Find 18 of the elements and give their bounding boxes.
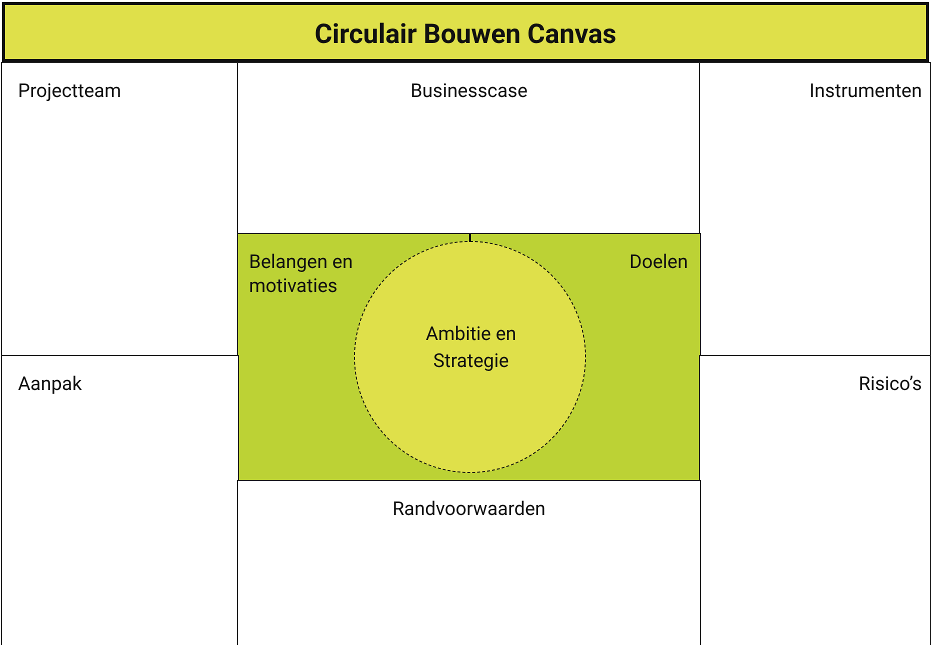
cell-heading: Businesscase [409,79,529,103]
title-text: Circulair Bouwen Canvas [314,18,618,50]
canvas-cell [699,62,931,356]
canvas-cell [699,355,931,645]
cell-heading: Risico’s [858,372,922,396]
cell-heading: Instrumenten [809,79,922,103]
corner-label: Doelen [629,250,688,274]
canvas-cell [1,62,239,356]
corner-label: Belangen en motivaties [249,250,354,298]
circle-label: Ambitie en Strategie [424,321,518,374]
canvas-cell [1,355,239,645]
canvas-cell [237,62,701,234]
canvas-cell [237,480,701,645]
canvas-core-box [237,233,701,481]
cell-heading: Randvoorwaarden [391,497,547,521]
title-banner [2,2,929,62]
cell-heading: Aanpak [18,372,82,396]
cell-heading: Projectteam [18,79,122,103]
